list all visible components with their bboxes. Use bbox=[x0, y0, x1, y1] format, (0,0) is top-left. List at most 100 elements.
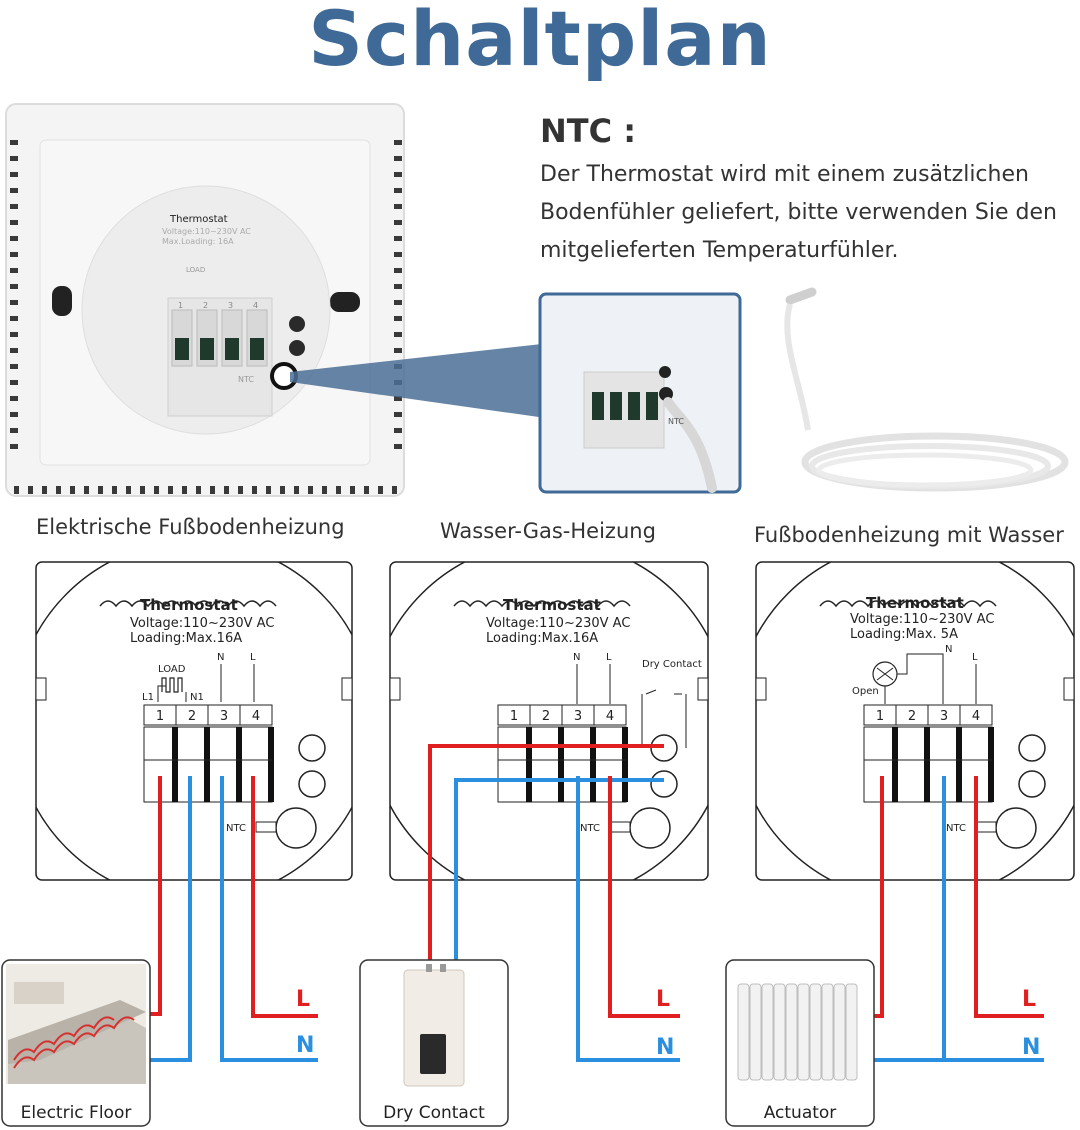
ntc-socket bbox=[275, 807, 317, 849]
terminal-1: 1 bbox=[510, 709, 518, 724]
wire-live-actuator bbox=[872, 776, 884, 1018]
panel-title: Thermostat bbox=[503, 596, 601, 614]
l1-label: L1 bbox=[142, 692, 154, 703]
section-title-water-floor: Fußbodenheizung mit Wasser bbox=[754, 523, 1064, 547]
terminal-4: 4 bbox=[606, 709, 614, 724]
photo-terminal-3: 3 bbox=[228, 301, 233, 310]
thermostat-panel-water-floor: Thermostat Voltage:110~230V AC Loading:M… bbox=[755, 561, 1075, 881]
screw-2 bbox=[650, 770, 678, 798]
screw-2 bbox=[298, 770, 326, 798]
wire-live-load bbox=[150, 776, 162, 1016]
wire-dry-contact-1 bbox=[428, 744, 664, 964]
page-title: Schaltplan bbox=[308, 0, 772, 83]
screw-1 bbox=[298, 734, 326, 762]
thermostat-panel-electric: Thermostat Voltage:110~230V AC Loading:M… bbox=[35, 561, 353, 881]
ntc-socket bbox=[629, 807, 671, 849]
supply-n-label-3: N bbox=[1022, 1035, 1040, 1060]
mount-slot-left bbox=[52, 286, 72, 316]
panel-voltage: Voltage:110~230V AC bbox=[850, 612, 994, 627]
ntc-label: NTC bbox=[946, 823, 966, 834]
terminal-3: 3 bbox=[940, 709, 948, 724]
panel-title: Thermostat bbox=[140, 596, 238, 614]
photo-device-label: Thermostat bbox=[169, 214, 228, 225]
terminal-4: 4 bbox=[252, 709, 260, 724]
supply-l-label-3: L bbox=[1022, 987, 1036, 1012]
photo-ntc-label: NTC bbox=[238, 375, 254, 384]
screw-2 bbox=[1018, 770, 1046, 798]
wire-neutral-supply bbox=[220, 776, 318, 1062]
panel-title: Thermostat bbox=[866, 594, 964, 612]
electric-floor-box bbox=[1, 959, 151, 1127]
section-title-electric: Elektrische Fußbodenheizung bbox=[36, 515, 345, 539]
supply-l-label-2: L bbox=[656, 987, 670, 1012]
wire-live-supply bbox=[974, 776, 1044, 1018]
wire-live-supply bbox=[251, 776, 318, 1018]
photo-screw-1 bbox=[289, 316, 305, 332]
terminal-2: 2 bbox=[908, 709, 916, 724]
ntc-description: Der Thermostat wird mit einem zusätzlich… bbox=[540, 156, 1080, 270]
caption-electric-floor: Electric Floor bbox=[20, 1103, 132, 1123]
dry-contact-label: Dry Contact bbox=[642, 659, 702, 670]
terminal-strip bbox=[497, 704, 628, 803]
water-gas-heater-box bbox=[359, 959, 509, 1127]
ntc-line-1: Der Thermostat wird mit einem zusätzlich… bbox=[540, 162, 1029, 187]
ntc-heading: NTC : bbox=[540, 112, 637, 150]
ntc-label: NTC bbox=[226, 823, 246, 834]
terminal-1: 1 bbox=[156, 709, 164, 724]
supply-n-label-2: N bbox=[656, 1035, 674, 1060]
n-label: N bbox=[573, 652, 580, 663]
terminal-3: 3 bbox=[220, 709, 228, 724]
ntc-socket bbox=[995, 807, 1037, 849]
photo-terminal-4: 4 bbox=[253, 301, 258, 310]
open-label: Open bbox=[852, 686, 879, 697]
ntc-zoom-photo: NTC bbox=[538, 292, 742, 494]
actuator-radiator-box bbox=[725, 959, 875, 1127]
l-label: L bbox=[972, 652, 978, 663]
panel-loading: Loading:Max. 5A bbox=[850, 627, 958, 642]
wire-neutral-load bbox=[150, 776, 192, 1062]
n1-label: N1 bbox=[190, 692, 204, 703]
thermostat-back-photo: Thermostat Voltage:110~230V AC Max.Loadi… bbox=[5, 103, 405, 497]
n-label: N bbox=[217, 652, 224, 663]
l-label: L bbox=[606, 652, 612, 663]
callout-beam bbox=[290, 342, 560, 420]
load-label: LOAD bbox=[158, 664, 186, 675]
photo-load-label: LOAD bbox=[186, 266, 205, 274]
ntc-sensor-cable bbox=[784, 287, 1069, 492]
photo-terminal-1: 1 bbox=[178, 301, 183, 310]
caption-dry-contact: Dry Contact bbox=[383, 1103, 485, 1123]
ntc-label: NTC bbox=[580, 823, 600, 834]
terminal-2: 2 bbox=[188, 709, 196, 724]
panel-voltage: Voltage:110~230V AC bbox=[486, 616, 630, 631]
ntc-line-2: Bodenfühler geliefert, bitte verwenden S… bbox=[540, 200, 1057, 225]
wire-neutral-supply bbox=[576, 776, 680, 1062]
dry-contact-switch bbox=[641, 689, 687, 748]
terminal-1: 1 bbox=[876, 709, 884, 724]
ntc-line-3: mitgelieferten Temperaturfühler. bbox=[540, 238, 899, 263]
photo-loading: Max.Loading: 16A bbox=[162, 237, 234, 246]
photo-voltage: Voltage:110~230V AC bbox=[162, 227, 251, 236]
photo-terminal-block bbox=[167, 297, 273, 417]
section-title-water-gas: Wasser-Gas-Heizung bbox=[440, 519, 656, 543]
wires bbox=[150, 744, 1044, 1062]
supply-l-label-1: L bbox=[296, 987, 310, 1012]
screw-1 bbox=[1018, 734, 1046, 762]
n-label: N bbox=[945, 644, 952, 655]
panel-loading: Loading:Max.16A bbox=[486, 631, 598, 646]
supply-n-label-1: N bbox=[296, 1033, 314, 1058]
terminal-3: 3 bbox=[574, 709, 582, 724]
terminal-4: 4 bbox=[972, 709, 980, 724]
vent-slots bbox=[10, 140, 402, 494]
photo-screw-2 bbox=[289, 340, 305, 356]
wire-live-supply bbox=[608, 776, 680, 1018]
wire-dry-contact-2 bbox=[454, 778, 664, 964]
caption-actuator: Actuator bbox=[763, 1103, 837, 1123]
l-label: L bbox=[250, 652, 256, 663]
terminal-strip bbox=[143, 704, 274, 803]
photo-terminal-2: 2 bbox=[203, 301, 208, 310]
terminal-strip bbox=[863, 704, 994, 803]
panel-loading: Loading:Max.16A bbox=[130, 631, 242, 646]
load-heater-symbol bbox=[161, 677, 183, 693]
zoom-ntc-label: NTC bbox=[668, 417, 684, 426]
